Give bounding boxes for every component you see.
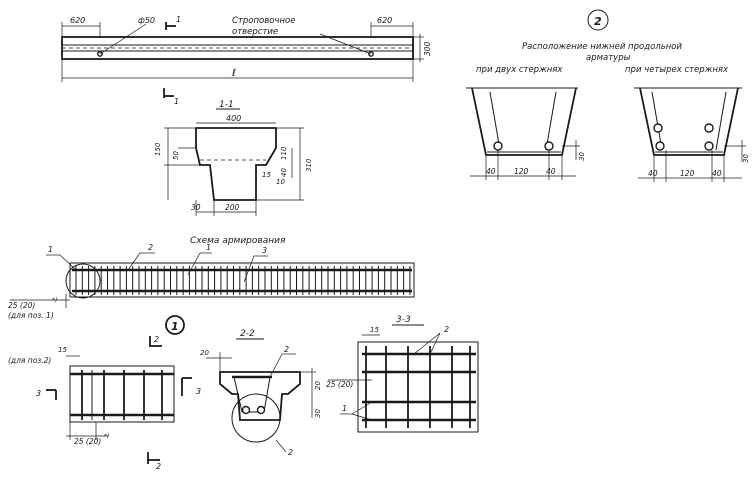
detail-1-note: (для поз.2) [8,356,51,365]
detail-1-cut-2-top: 2 [154,335,159,344]
scheme-pos-3: 3 [262,246,267,255]
dim-right-620: 620 [377,16,392,25]
section-2-2-dim-20: 20 [200,349,209,357]
bottom-rod-right [544,141,554,151]
section-2-2-bottom-label: 2 [288,448,293,457]
callout-2-title-line1: Расположение нижней продольной [522,42,682,52]
section-2-2-dim-20b: 20 [314,381,322,390]
section-2-2-rod-left [241,405,251,415]
section-3-3-outline [357,341,479,433]
section-3-3: 3-3 15 2 25 (20) 1 [326,315,479,433]
scheme-cover-dim: 25 (20) [8,301,35,310]
rod-lower-right [704,141,714,151]
bottom-rod-left [493,141,503,151]
right-dim-40a: 40 [648,169,658,178]
scheme-cover-note: (для поз. 1) [8,311,54,320]
dim-40: 40 [280,168,288,177]
dim-310: 310 [305,158,313,172]
caption-four-rods: при четырех стержнях [625,65,729,75]
hole-note-line1: Строповочное [232,16,295,26]
cut-mark-1-top: 1 [176,15,181,24]
two-rods-section: 40 120 40 30 [466,87,586,180]
section-3-3-dim-15: 15 [370,326,379,334]
hole-diameter-label: ф50 [138,16,155,25]
section-1-1: 1-1 400 150 50 110 40 310 15 10 30 200 [154,100,313,216]
scheme-pos-2: 2 [148,243,153,252]
callout-2-number: 2 [594,15,602,28]
scheme-outline [69,262,415,298]
scheme-pos-1: 1 [48,245,53,254]
left-dim-120: 120 [514,167,529,176]
detail-1-stirrups [81,370,163,420]
section-3-3-cover: 25 (20) [326,380,353,389]
section-3-3-label-1: 1 [342,404,347,413]
section-2-2-dim-30: 30 [314,409,322,418]
dim-10: 10 [276,178,285,186]
section-3-3-label-2: 2 [444,325,449,334]
section-2-2-title: 2-2 [240,329,255,339]
caption-two-rods: при двух стержнях [476,65,563,75]
section-2-2-detail-circle [231,393,281,443]
detail-1-cut-2-bottom: 2 [156,462,161,471]
dim-30: 30 [191,203,201,212]
callout-2-title-line2: арматуры [586,53,631,63]
detail-1-cover-sup: *) [104,433,109,440]
four-rods-section: 40 120 40 30 [634,87,750,182]
left-dim-40a: 40 [486,167,496,176]
section-2-2-rod-right [256,405,266,415]
section-1-1-top-width: 400 [226,114,241,123]
dim-50: 50 [172,151,180,160]
scheme-pos-1b: 1 [206,243,211,252]
section-1-1-outline [195,127,277,201]
rod-upper-left [653,123,663,133]
dim-150: 150 [154,142,162,156]
callout-2-bottom-reinforcement: 2 Расположение нижней продольной арматур… [466,9,750,182]
callout-2-circle [587,9,609,31]
detail-1-number: 1 [171,320,179,333]
detail-1-circle [165,315,185,335]
length-label: ℓ [232,68,236,79]
beam-top-view: 620 620 ф50 1 1 Строповочное отверстие 3… [61,15,432,106]
detail-1-cut-3-left: 3 [36,389,41,398]
detail-1-circle-marker [65,263,101,299]
right-dim-30: 30 [742,154,750,163]
section-2-2: 2-2 20 2 20 30 2 [200,329,322,457]
hole-note-line2: отверстие [232,27,278,37]
section-3-3-title: 3-3 [396,315,411,325]
right-dim-120: 120 [680,169,695,178]
dim-left-620: 620 [70,16,85,25]
detail-1-cut-3-right: 3 [196,387,201,396]
cut-mark-1-bottom: 1 [174,97,179,106]
stirrups-group [75,266,411,295]
left-dim-30: 30 [578,152,586,161]
scheme-cover-sup: *) [52,297,57,304]
scheme-title: Схема армирования [190,236,286,246]
detail-1-dim-15: 15 [58,346,67,354]
detail-1-cover-dim: 25 (20) [74,437,101,446]
dim-15: 15 [262,171,271,179]
rod-upper-right [704,123,714,133]
detail-1: 1 2 15 (для поз.2) 3 3 25 (20) *) 2 [8,315,201,471]
section-1-1-title: 1-1 [219,100,234,110]
right-dim-40b: 40 [712,169,722,178]
rod-lower-left [655,141,665,151]
reinforcement-scheme: Схема армирования 1 2 1 3 25 (20) *) (дл… [8,236,415,320]
section-2-2-label-2: 2 [284,345,289,354]
dim-110: 110 [280,146,288,160]
section-3-3-grid [362,346,476,428]
dim-height-300: 300 [423,41,432,56]
section-1-1-bottom-width: 200 [225,203,240,212]
left-dim-40b: 40 [546,167,556,176]
